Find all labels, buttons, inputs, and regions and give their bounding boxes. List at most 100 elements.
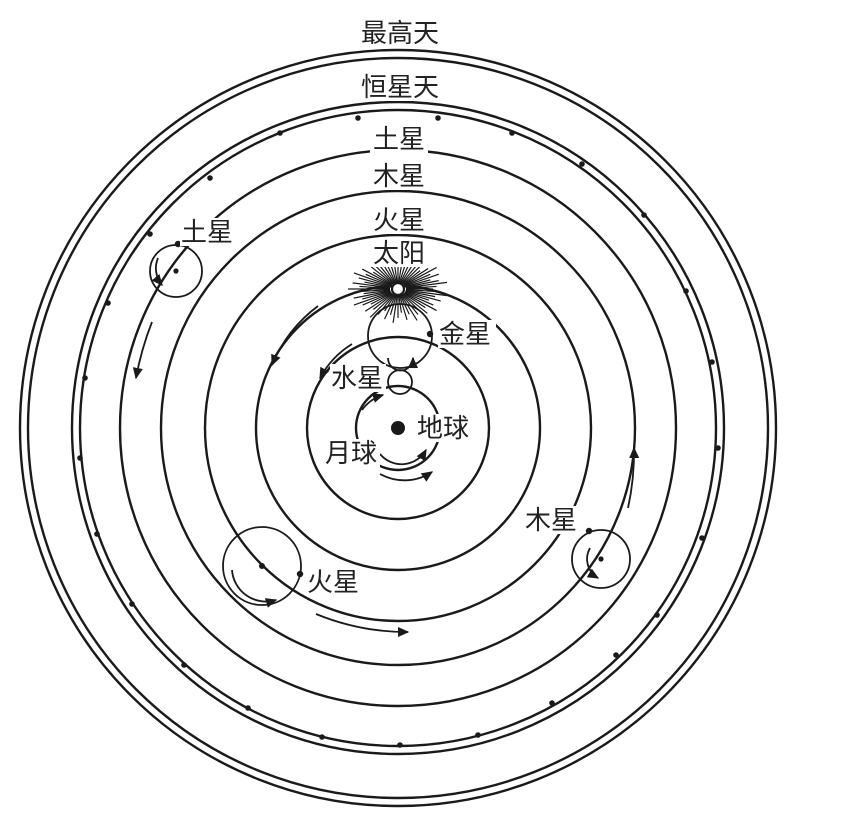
empyrean-sphere-outer bbox=[18, 48, 778, 808]
star-dot bbox=[715, 445, 721, 451]
sun-ray bbox=[352, 282, 391, 289]
sun-ray bbox=[373, 293, 394, 310]
mars-epicycle-arrow bbox=[231, 569, 278, 608]
star-dot bbox=[397, 742, 403, 748]
label-jupiter-sphere: 木星 bbox=[373, 162, 425, 192]
sun-ray bbox=[362, 292, 392, 306]
label-empyrean: 最高天 bbox=[361, 19, 439, 49]
venus-orbit-arrow bbox=[319, 343, 353, 380]
label-earth: 地球 bbox=[417, 414, 469, 444]
sun-ray bbox=[405, 285, 437, 289]
label-mars: 火星 bbox=[307, 568, 359, 598]
mars-sphere bbox=[203, 233, 593, 623]
venus-dot bbox=[426, 330, 434, 338]
star-dot bbox=[245, 705, 251, 711]
saturn-epicycle-arrow bbox=[151, 257, 163, 286]
star-dot bbox=[435, 115, 441, 121]
sun-ray bbox=[398, 295, 408, 321]
sun-ray bbox=[401, 265, 417, 284]
empyrean-sphere-inner bbox=[26, 56, 770, 800]
sun-ray bbox=[384, 294, 397, 320]
star-dot bbox=[277, 130, 283, 136]
label-mars-sphere: 火星 bbox=[373, 206, 425, 236]
star-dot bbox=[509, 130, 515, 136]
sun-ray bbox=[403, 268, 429, 285]
mars-center-dot bbox=[259, 563, 265, 569]
star-dot bbox=[579, 161, 585, 167]
sun-ray bbox=[369, 293, 394, 318]
sun-ray bbox=[384, 294, 396, 312]
saturn-center-dot bbox=[173, 268, 179, 274]
jupiter-epicycle bbox=[571, 529, 631, 589]
star-dot bbox=[129, 601, 135, 607]
star-dot bbox=[355, 115, 361, 121]
star-dot bbox=[82, 375, 88, 381]
moon-arrow-upper bbox=[361, 393, 385, 411]
sun-ray bbox=[405, 281, 448, 289]
sun-ray bbox=[404, 273, 431, 286]
star-dot bbox=[654, 612, 660, 618]
sun-ray bbox=[404, 273, 439, 287]
jupiter-planet-dot bbox=[585, 527, 593, 535]
earth-dot bbox=[391, 421, 405, 435]
star-dot bbox=[699, 535, 705, 541]
star-dot bbox=[77, 455, 83, 461]
labels: 最高天 恒星天 土星 木星 火星 太阳 金星 水星 地球 月球 土星 火星 木星 bbox=[180, 17, 580, 598]
star-dot bbox=[613, 652, 619, 658]
sun-ray bbox=[370, 266, 394, 285]
motion-arrows bbox=[132, 257, 640, 638]
sun-ray bbox=[405, 289, 448, 297]
mercury-epicycle bbox=[387, 369, 413, 395]
venus-sphere bbox=[305, 335, 491, 521]
star-dot bbox=[549, 700, 555, 706]
sun-ray bbox=[353, 291, 392, 306]
star-dot bbox=[641, 212, 647, 218]
sun-ray bbox=[364, 281, 391, 288]
fixed-stars-dots bbox=[77, 115, 721, 748]
star-dot bbox=[147, 231, 153, 237]
sun-ray bbox=[398, 265, 406, 283]
mercury-epicycle-arrow bbox=[387, 356, 419, 372]
sun-ray bbox=[355, 289, 391, 293]
sun-ray bbox=[404, 291, 430, 301]
moon-arrow-lower bbox=[379, 448, 427, 466]
star-dot bbox=[105, 300, 111, 306]
sun-ray bbox=[405, 290, 436, 298]
saturn-planet-dot bbox=[174, 240, 182, 248]
star-dot bbox=[207, 175, 213, 181]
label-mercury: 水星 bbox=[331, 364, 383, 394]
sun-ray bbox=[405, 279, 431, 288]
mars-planet-dot bbox=[296, 570, 304, 578]
mars-orbit-arrow bbox=[315, 613, 410, 638]
sun-ray bbox=[405, 280, 439, 288]
sun-ray bbox=[392, 295, 398, 323]
saturn-orbit-arrow bbox=[132, 321, 153, 380]
star-dot bbox=[319, 734, 325, 740]
sun-ray bbox=[404, 292, 434, 306]
sun-ray bbox=[370, 292, 393, 305]
sun-ray bbox=[365, 273, 392, 286]
sun-icon bbox=[390, 281, 406, 297]
moon-arrow-bottom bbox=[379, 471, 434, 482]
star-dot bbox=[94, 531, 100, 537]
star-dot bbox=[475, 732, 481, 738]
sun-ray bbox=[402, 293, 418, 310]
sun-ray bbox=[405, 290, 441, 302]
jupiter-orbit-arrow bbox=[627, 446, 640, 509]
jupiter-center-dot bbox=[598, 556, 604, 562]
label-saturn: 土星 bbox=[181, 218, 233, 248]
label-moon: 月球 bbox=[325, 439, 377, 469]
sun-ray bbox=[358, 277, 391, 288]
sun-ray bbox=[402, 293, 428, 314]
sun-ray bbox=[402, 270, 421, 285]
sun-ray bbox=[403, 266, 437, 286]
sun-ray bbox=[353, 272, 392, 287]
sun-ray bbox=[372, 271, 393, 285]
sun-ray bbox=[387, 265, 397, 284]
jupiter-epicycle-arrow bbox=[586, 547, 600, 579]
fixed-stars-sphere bbox=[70, 100, 726, 756]
sun-ray bbox=[405, 289, 441, 293]
sun-ray bbox=[364, 293, 393, 312]
